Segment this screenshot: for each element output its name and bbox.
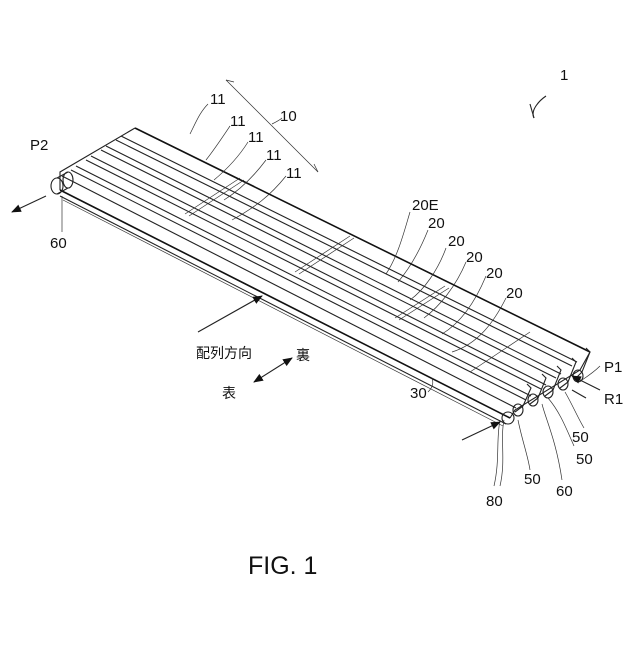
label-front: 表 — [222, 386, 236, 402]
label-group: 10 — [280, 108, 297, 125]
tube-stack — [60, 128, 590, 426]
label-11-d: 11 — [266, 147, 282, 164]
label-80: 80 — [486, 493, 503, 510]
label-p1: P1 — [604, 359, 622, 376]
figure-caption: FIG. 1 — [248, 552, 317, 580]
label-layer: 1 11 11 11 11 11 10 20E 20 20 20 20 20 3… — [30, 67, 623, 580]
label-20-c: 20 — [466, 249, 483, 266]
right-connectors — [502, 348, 590, 424]
label-50-right-2: 50 — [576, 451, 593, 468]
label-11-a: 11 — [210, 91, 226, 108]
label-r1: R1 — [604, 391, 623, 408]
label-11-e: 11 — [286, 165, 302, 182]
label-back: 裏 — [296, 347, 310, 364]
label-20-e: 20 — [506, 285, 523, 302]
label-11-b: 11 — [230, 113, 246, 130]
label-assembly: 1 — [560, 67, 568, 84]
label-11-c: 11 — [248, 129, 264, 146]
label-20-a: 20 — [428, 215, 445, 232]
leaders-20 — [386, 212, 506, 352]
label-50-right: 50 — [572, 429, 589, 446]
label-20e: 20E — [412, 197, 439, 214]
label-60-left: 60 — [50, 235, 67, 252]
label-20-d: 20 — [486, 265, 503, 282]
left-connector — [51, 172, 73, 194]
label-60-right: 60 — [556, 483, 573, 500]
label-50-bottom: 50 — [524, 471, 541, 488]
label-arrangement-direction: 配列方向 — [196, 346, 252, 362]
flow-arrows — [12, 96, 600, 440]
label-p2: P2 — [30, 137, 48, 154]
label-20-b: 20 — [448, 233, 465, 250]
label-30: 30 — [410, 385, 427, 402]
